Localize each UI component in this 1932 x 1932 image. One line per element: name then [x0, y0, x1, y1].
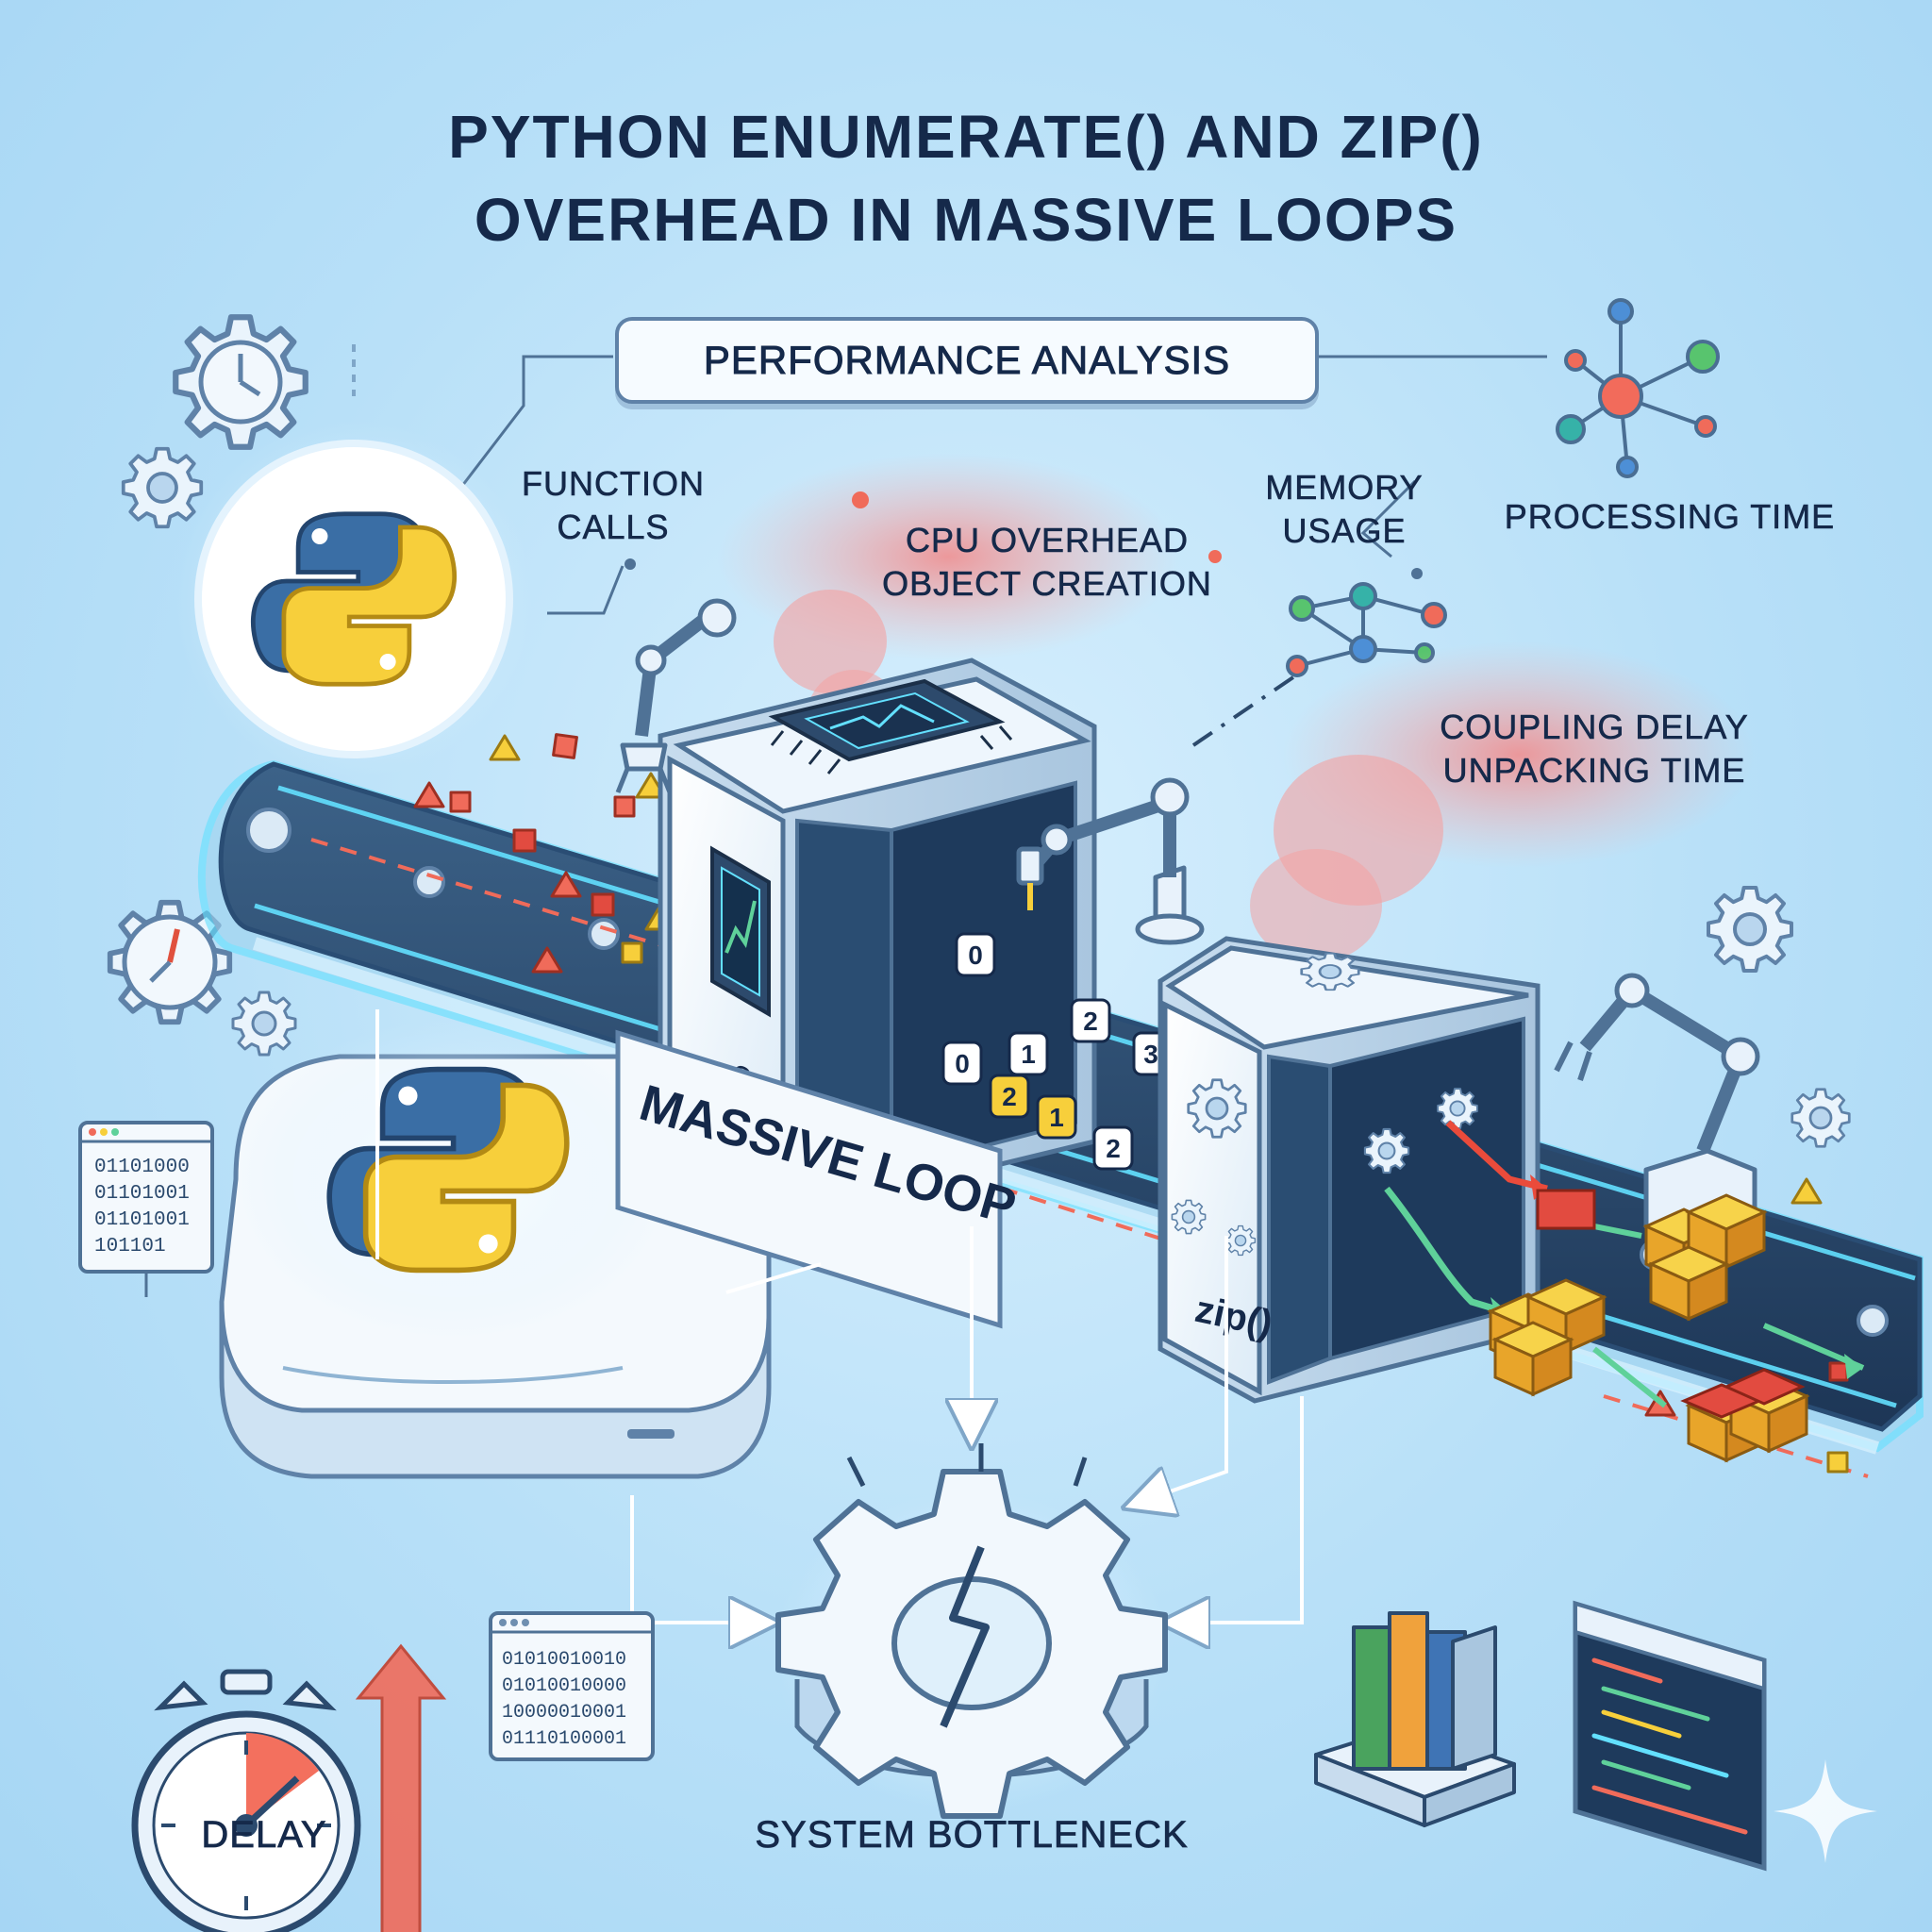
index-tokens: 0 1 2 3 0 2 1 2: [941, 932, 1170, 1171]
gear-icon: [1363, 1127, 1410, 1174]
zip-flow: [1384, 1120, 1865, 1462]
coupling-delay-label: COUPLING DELAY UNPACKING TIME: [1396, 706, 1792, 792]
stopwatch-icon: [131, 1669, 361, 1932]
gear-icon: [110, 903, 230, 1023]
massive-loop-sign: MASSIVE LOOP: [615, 1029, 1022, 1329]
gear-icon: [1187, 1078, 1247, 1139]
robot-arm-icon: [615, 598, 737, 793]
index-token: 2: [1106, 1134, 1121, 1163]
system-bottleneck-label: SYSTEM BOTTLENECK: [755, 1814, 1189, 1857]
robot-arm-icon: [1016, 777, 1205, 945]
function-calls-label: FUNCTION CALLS: [491, 462, 736, 549]
binary-line: 01010010010: [502, 1649, 626, 1671]
index-token: 3: [1143, 1040, 1158, 1069]
label-line: USAGE: [1282, 511, 1407, 551]
connector-line: [547, 565, 625, 615]
connector-dot: [1411, 568, 1423, 579]
binary-line: 101101: [94, 1236, 166, 1257]
index-token: 2: [1083, 1007, 1098, 1036]
gear-icon: [1171, 1199, 1207, 1235]
index-token: 0: [955, 1049, 970, 1078]
python-pedestal: [219, 1019, 772, 1479]
gear-icon: [1300, 952, 1360, 991]
coupling-delay-cloud: [1250, 641, 1755, 962]
python-logo-badge: [175, 420, 533, 778]
steam-dot: [852, 491, 869, 508]
chip-icon: [710, 845, 771, 1018]
memory-usage-label: MEMORY USAGE: [1217, 466, 1472, 553]
connector-line: [1360, 479, 1417, 558]
performance-analysis-box: PERFORMANCE ANALYSIS: [615, 317, 1319, 404]
binary-line: 01101001: [94, 1183, 190, 1205]
binary-line: 01110100001: [502, 1728, 626, 1750]
steam-dot: [1208, 550, 1222, 563]
network-graph-icon: [1556, 298, 1720, 478]
gear-icon: [1790, 1088, 1851, 1148]
index-token: 1: [1049, 1103, 1064, 1132]
connector-line: [1191, 663, 1313, 747]
gear-icon: [231, 991, 297, 1057]
label-line: FUNCTION: [522, 464, 705, 504]
binary-line: 01101000: [94, 1157, 190, 1178]
title-line-2: OVERHEAD IN MASSIVE LOOPS: [474, 186, 1458, 254]
index-token: 1: [1021, 1040, 1036, 1069]
binary-panel-bottom: 01010010010 01010010000 10000010001 0111…: [489, 1611, 655, 1761]
gear-icon: [121, 446, 204, 529]
label-line: CPU OVERHEAD: [905, 521, 1190, 560]
zip-machine: zip(): [1158, 936, 1541, 1404]
index-token: 2: [1002, 1082, 1017, 1111]
label-line: UNPACKING TIME: [1442, 751, 1746, 791]
delay-label: DELAY: [201, 1814, 327, 1857]
index-token: 0: [968, 941, 983, 970]
binary-line: 01101001: [94, 1209, 190, 1231]
sparkle-icon: [1774, 1759, 1877, 1863]
gear-icon: [1708, 888, 1791, 971]
connector-dot: [625, 558, 636, 570]
cpu-overhead-label: CPU OVERHEAD OBJECT CREATION: [840, 519, 1255, 606]
increase-arrow-icon: [355, 1643, 447, 1932]
flow-arrows: [375, 1009, 1304, 1623]
binary-line: 01010010000: [502, 1675, 626, 1697]
binary-line: 10000010001: [502, 1702, 626, 1724]
label-line: COUPLING DELAY: [1440, 708, 1749, 747]
binary-panel-left: 01101000 01101001 01101001 101101: [78, 1121, 214, 1297]
gear-icon: [175, 317, 306, 447]
label-line: OBJECT CREATION: [882, 564, 1212, 604]
books-icon: [1314, 1611, 1516, 1827]
connector-line: [460, 355, 613, 487]
code-window-icon: [1573, 1600, 1767, 1872]
label-line: CALLS: [557, 508, 670, 547]
label-line: MEMORY: [1265, 468, 1424, 508]
broken-gear-icon: [774, 1443, 1170, 1819]
gear-icon: [1437, 1088, 1478, 1129]
title-line-1: PYTHON ENUMERATE() AND ZIP(): [448, 103, 1484, 171]
gear-icon: [1224, 1224, 1257, 1257]
processing-time-label: PROCESSING TIME: [1504, 497, 1836, 537]
